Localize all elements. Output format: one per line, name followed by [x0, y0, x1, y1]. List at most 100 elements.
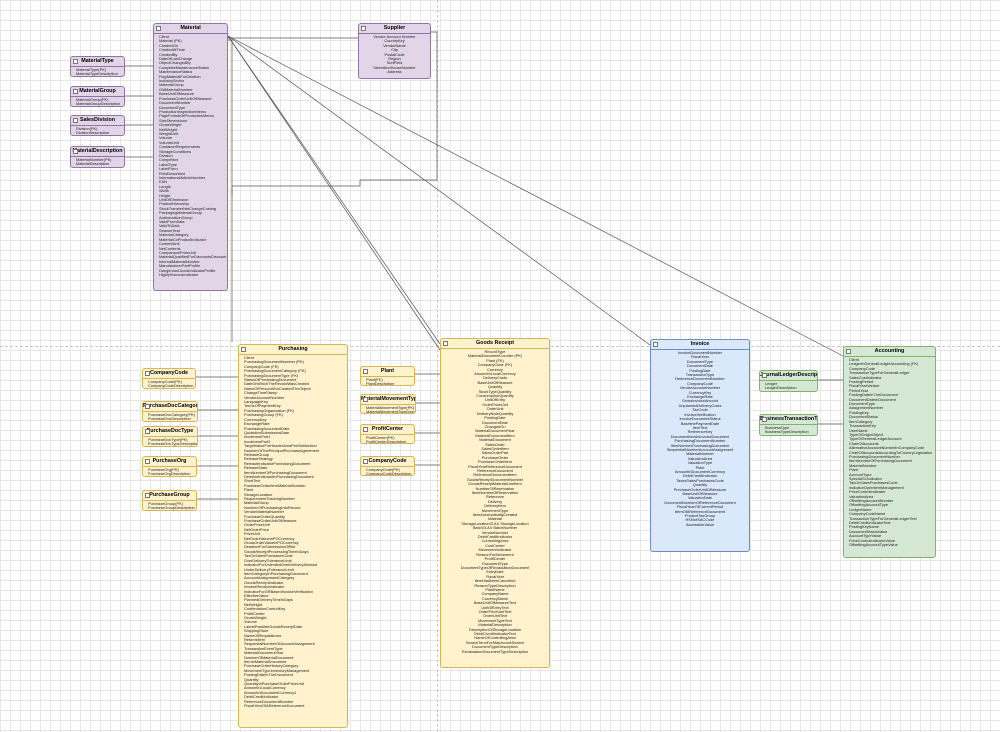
entity-field[interactable]: DocumentType [481, 560, 509, 566]
entity-field[interactable]: CompanyCode [849, 365, 875, 371]
entity-field[interactable]: InternationalArticleNumber [159, 175, 206, 180]
entity-field[interactable]: ItemOfAReferenceDocument [675, 508, 725, 514]
entity-field[interactable]: EAN [159, 179, 167, 185]
entity-field[interactable]: ValuationDate [687, 495, 713, 501]
entity-title[interactable]: Supplier [359, 24, 430, 34]
entity-title[interactable]: MaterialGroup [71, 87, 124, 97]
entity-field[interactable]: ItemNumberOfReservation [471, 490, 519, 495]
entity-field[interactable]: IndicatorForGRBasedInvoiceVerification [244, 588, 313, 594]
entity-field[interactable]: UnitOfDimension [159, 197, 189, 203]
entity-field[interactable]: ProfitCenter(PK) [366, 435, 395, 440]
entity-field[interactable]: ReasonForMovement [476, 551, 514, 557]
entity-field[interactable]: TypeOfOriginObject [849, 431, 884, 437]
entity-field[interactable]: Client [159, 34, 169, 39]
entity-field[interactable]: CurrencyKey [688, 389, 712, 395]
collapse-toggle-icon[interactable] [145, 371, 150, 376]
entity-field[interactable]: ReferenceKey [687, 429, 713, 435]
entity-field[interactable]: MaterialGroup [244, 500, 269, 506]
entity-field[interactable]: FiscalYearOfAReferenceDocument [244, 703, 305, 709]
entity-field[interactable]: ProductTaxGroup [684, 513, 716, 519]
entity-title[interactable]: Plant [361, 367, 414, 377]
entity-title[interactable]: Accounting [844, 347, 935, 357]
entity-field[interactable]: PurchasingDocumentCategory (FK) [244, 368, 306, 374]
entity-field[interactable]: PackagingMaterialGroup [159, 210, 202, 216]
entity-title[interactable]: MaterialDescription [71, 147, 124, 157]
entity-field[interactable]: MaterialDocumentCounter (PK) [467, 353, 523, 359]
entity-field[interactable]: PlantName [485, 586, 505, 592]
entity-field[interactable]: DeliveryItem [484, 503, 506, 509]
entity-field[interactable]: PurchaseOrderItemMaterialNumber [244, 482, 306, 488]
entity-field[interactable]: MaterialGroupDescription [76, 101, 121, 107]
entity-field[interactable]: DocumentType [686, 358, 714, 364]
entity-field[interactable]: TargetValueForHeaderAreaPerDistribution [244, 443, 317, 449]
entity-field[interactable]: PlantDescription [366, 381, 395, 386]
entity-title[interactable]: Material [154, 24, 227, 34]
entity-field[interactable]: Delivery [487, 498, 503, 504]
entity-field[interactable]: CompanyCode(PK) [148, 379, 182, 384]
entity-field[interactable]: ItemHasBeenCancelled [474, 578, 516, 584]
entity-field[interactable]: Division(PK) [76, 126, 98, 131]
entity-field[interactable]: GrossOrderValueInPOCurrency [244, 540, 299, 546]
entity-field[interactable]: FiscalYear [690, 354, 710, 360]
entity-field[interactable]: CompanyCodeDescription [366, 471, 412, 476]
entity-field[interactable]: PriceUnit [244, 531, 260, 537]
entity-field[interactable]: NetOrderValueInPOCurrency [244, 535, 295, 541]
entity-field[interactable]: GoodsReceiptIndicator [244, 579, 284, 585]
entity-title[interactable]: MaterialMovementType [361, 395, 415, 405]
entity-field[interactable]: DebitCreditIndicator [682, 473, 718, 479]
entity-field[interactable]: ChartOfAccounts [849, 440, 879, 446]
entity-field[interactable]: UnderDeliveryToleranceLimit [244, 566, 294, 572]
entity-field[interactable]: Address [387, 69, 402, 75]
entity-field[interactable]: Batch/3.AX BatchNumber [472, 525, 518, 531]
entity-field[interactable]: MaterialDescription [76, 161, 110, 167]
entity-field[interactable]: StorageLocation [244, 491, 273, 497]
entity-field[interactable]: PeriodYear [849, 387, 869, 393]
entity-field[interactable]: MovementTypeInventoryManagement [244, 667, 310, 673]
collapse-toggle-icon[interactable] [361, 26, 366, 31]
entity-title[interactable]: Invoice [651, 340, 749, 350]
entity-title[interactable]: JournalLedgerDescription [760, 371, 817, 381]
entity-field[interactable]: ConsumptionQuantity [476, 393, 514, 399]
entity-field[interactable]: RequirementTrackingNumber [244, 496, 295, 501]
entity-field[interactable]: DocumentStatusValue [849, 528, 888, 534]
entity-field[interactable]: ShortText [244, 478, 261, 484]
entity-field[interactable]: OffsettingAccountType [849, 502, 889, 508]
entity-field[interactable]: AssignmentNumber [849, 405, 884, 411]
entity-field[interactable]: PostingDate [484, 415, 506, 421]
entity-field[interactable]: DeletionIndicatorInPurchasingDocument [244, 473, 314, 479]
entity-field[interactable]: Quantity [692, 482, 708, 488]
entity-field[interactable]: OrderUnitText [483, 613, 507, 619]
entity-field[interactable]: SalesCostIndicator [849, 374, 882, 380]
entity-field[interactable]: ValidFromDate [159, 219, 185, 225]
entity-title[interactable]: PurchaseDocCategory [143, 402, 197, 412]
entity-field[interactable]: Material [488, 516, 502, 522]
entity-field[interactable]: ProfitCenter [244, 610, 265, 616]
entity-field[interactable]: ExchangeRate [687, 394, 713, 400]
entity-field[interactable]: PurchaseDocType(PK) [148, 437, 188, 442]
entity-field[interactable]: FiscalYearVariant [849, 383, 880, 389]
entity-field[interactable]: ObjectChangedBy [159, 60, 191, 66]
entity-field[interactable]: Plant [849, 467, 858, 473]
relationship-connector[interactable] [227, 35, 651, 346]
entity-field[interactable]: OrderPriceUnit [244, 522, 270, 528]
collapse-toggle-icon[interactable] [846, 349, 851, 354]
entity-field[interactable]: ExchangeRate [244, 421, 270, 427]
entity-field[interactable]: WeightUnit [159, 130, 178, 136]
entity-field[interactable]: AccountType [849, 471, 872, 477]
entity-field[interactable]: GoodsReceiptMaterialLineItem [468, 481, 522, 487]
entity-field[interactable]: PostingDate [689, 367, 711, 373]
entity-field[interactable]: ShippingStore [244, 628, 269, 634]
entity-field[interactable]: UserName [849, 427, 868, 433]
entity-title[interactable]: BusinessTransactionType [760, 415, 817, 425]
entity-field[interactable]: ChartOfAccountsAccordingToCountryLegisla… [849, 449, 933, 455]
entity-field[interactable]: MaterialDocument [479, 437, 511, 443]
entity-field[interactable]: LedgerInGeneralLedgerAccounting (FK) [849, 361, 919, 367]
entity-field[interactable]: SalesOrderPart [481, 450, 509, 456]
entity-title[interactable]: ProfitCenter [361, 425, 414, 435]
entity-field[interactable]: VolumeUnit [159, 139, 179, 145]
entity-field[interactable]: PurchasingOrganization (FK) [244, 407, 295, 413]
